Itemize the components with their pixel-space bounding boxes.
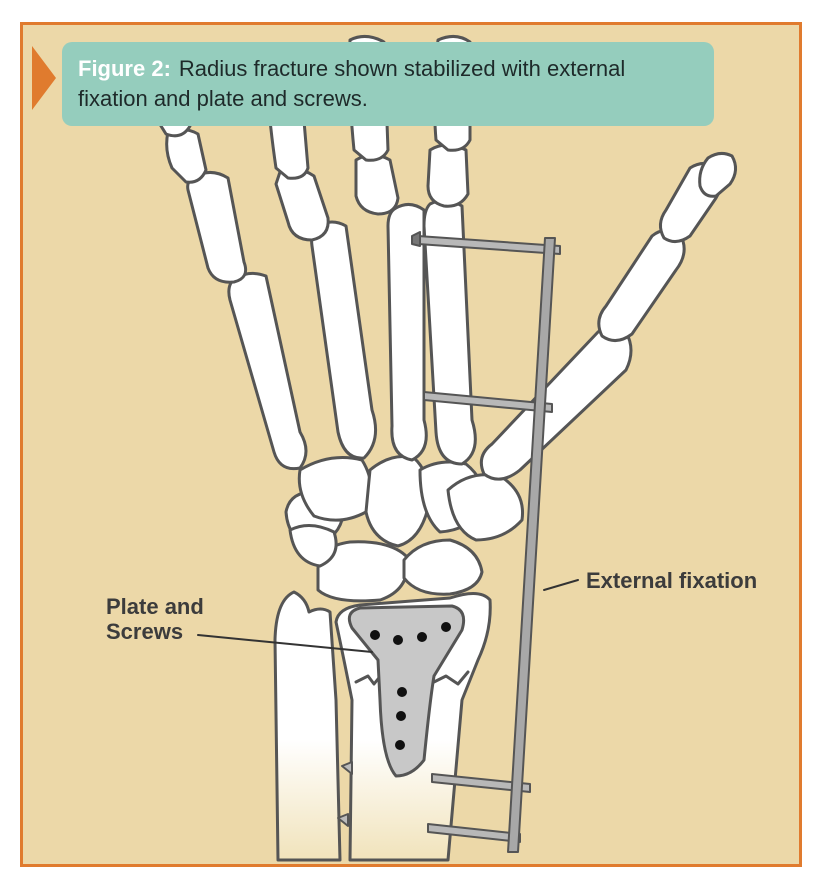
fixation-leader-line [543,579,579,591]
plate-label-line2: Screws [106,619,184,644]
figure-caption: Figure 2:Radius fracture shown stabilize… [62,42,714,126]
plate-leader-line [197,634,373,653]
caption-arrow-icon [32,46,56,110]
carpal-bones [284,455,525,603]
external-fixation-pins [337,231,561,843]
external-fixation-label: External fixation [586,568,758,593]
external-fixation-rod [507,237,556,853]
caption-text: Radius fracture shown stabilized with ex… [78,56,626,111]
caption-label: Figure 2: [78,56,171,81]
plate-and-screws-label: Plate and Screws [106,594,204,644]
plate-label-line1: Plate and [106,594,204,619]
plate-screws [370,622,451,750]
ulna-bone [273,590,342,862]
